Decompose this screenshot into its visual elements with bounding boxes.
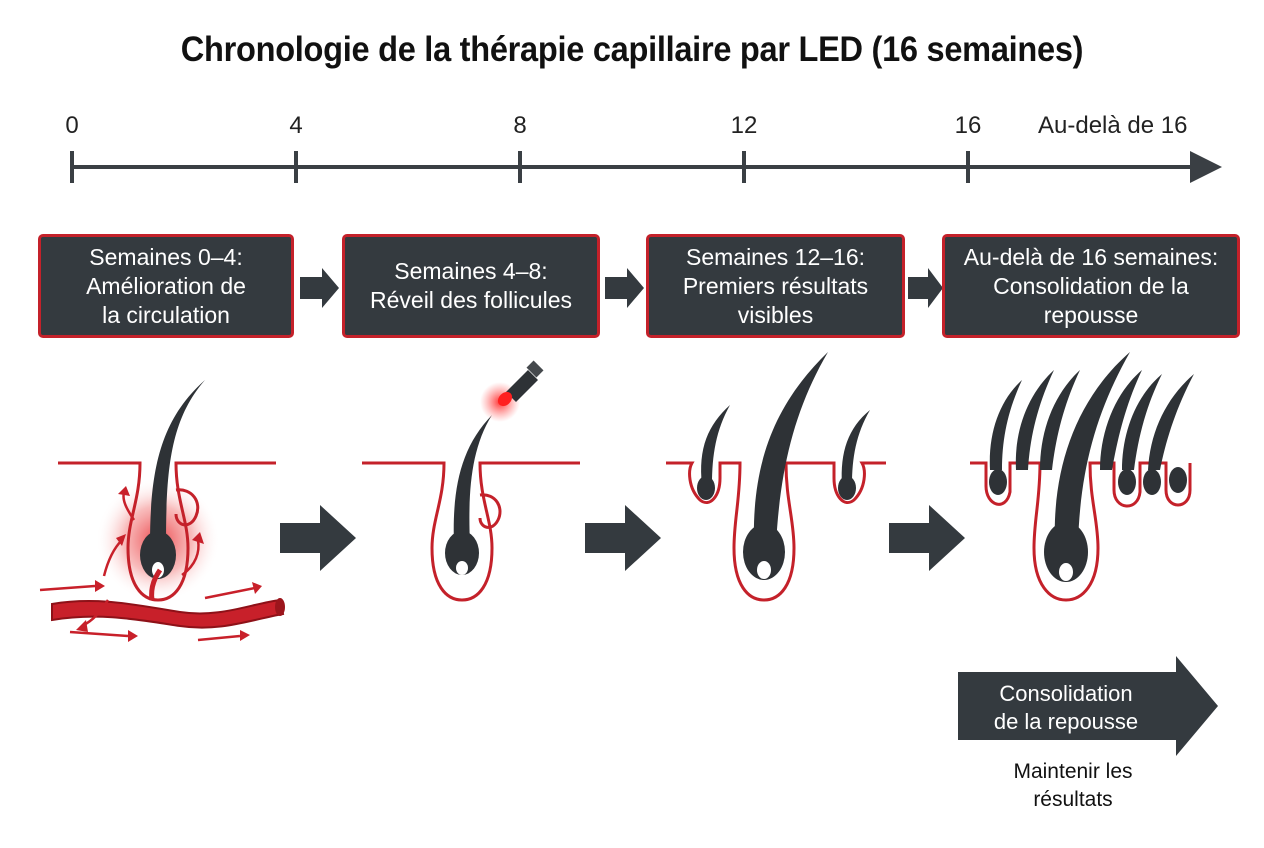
timeline-tick-label-0: 0 (65, 112, 79, 139)
timeline-tick-label-8: 8 (513, 112, 527, 139)
stage-box-beyond-16: Au-delà de 16 semaines: Consolidation de… (942, 234, 1240, 338)
stage-3-line-2: Premiers résultats (682, 272, 869, 299)
arrow-right-icon (585, 505, 661, 571)
stage-box-weeks-4-8: Semaines 4–8: Réveil des follicules (342, 234, 600, 338)
hair-follicle-icon (753, 352, 828, 545)
arrow-right-icon (889, 505, 965, 571)
hair-follicle-icon (989, 352, 1194, 582)
stage-box-weeks-12-16: Semaines 12–16: Premiers résultats visib… (646, 234, 905, 338)
led-lamp-icon (497, 360, 544, 407)
timeline-tick-label-4: 4 (289, 112, 303, 139)
hair-follicle-icon (150, 380, 205, 545)
arrow-right-icon (280, 505, 356, 571)
consolidation-line-2: de la repousse (993, 709, 1139, 734)
stage-box-weeks-0-4: Semaines 0–4: Amélioration de la circula… (38, 234, 294, 338)
stage-2-line-1: Semaines 4–8: (394, 258, 548, 284)
timeline-arrowhead-icon (1190, 151, 1222, 183)
stage-4-line-2: Consolidation de la (993, 272, 1189, 299)
hair-follicle-icon (453, 415, 492, 545)
timeline-tick-label-12: 12 (730, 112, 758, 139)
timeline-tick-label-16: 16 (954, 112, 982, 139)
stage2-illustration (362, 360, 580, 602)
stage-2-line-2: Réveil des follicules (370, 287, 572, 313)
caption-line-1: Maintenir les (1013, 760, 1133, 783)
arrow-right-icon (908, 268, 943, 308)
stage-1-line-1: Semaines 0–4: (89, 243, 243, 270)
stage-4-line-3: repousse (1043, 301, 1139, 328)
stage-3-line-3: visibles (737, 301, 814, 328)
stage-3-line-1: Semaines 12–16: (685, 243, 865, 270)
stage3-illustration (666, 352, 886, 602)
page-title: Chronologie de la thérapie capillaire pa… (180, 30, 1084, 69)
caption-line-2: résultats (1033, 788, 1113, 811)
arrow-right-icon (300, 268, 339, 308)
hair-follicle-icon (701, 405, 730, 485)
consolidation-arrow-icon (958, 656, 1218, 756)
stage1-illustration (39, 380, 285, 642)
maintain-results-caption: Maintenir les résultats (990, 758, 1156, 814)
arrow-right-icon (605, 268, 644, 308)
consolidation-line-1: Consolidation (999, 681, 1133, 706)
stage-1-line-2: Amélioration de (86, 272, 246, 299)
timeline-end-label: Au-delà de 16 (1038, 112, 1188, 139)
timeline-ticks (70, 151, 970, 183)
stage-1-line-3: la circulation (102, 301, 230, 328)
hair-follicle-icon (841, 410, 870, 485)
stage-4-line-1: Au-delà de 16 semaines: (963, 243, 1219, 270)
consolidation-arrow-label: Consolidation de la repousse (958, 680, 1174, 736)
stage4-illustration (970, 352, 1194, 602)
